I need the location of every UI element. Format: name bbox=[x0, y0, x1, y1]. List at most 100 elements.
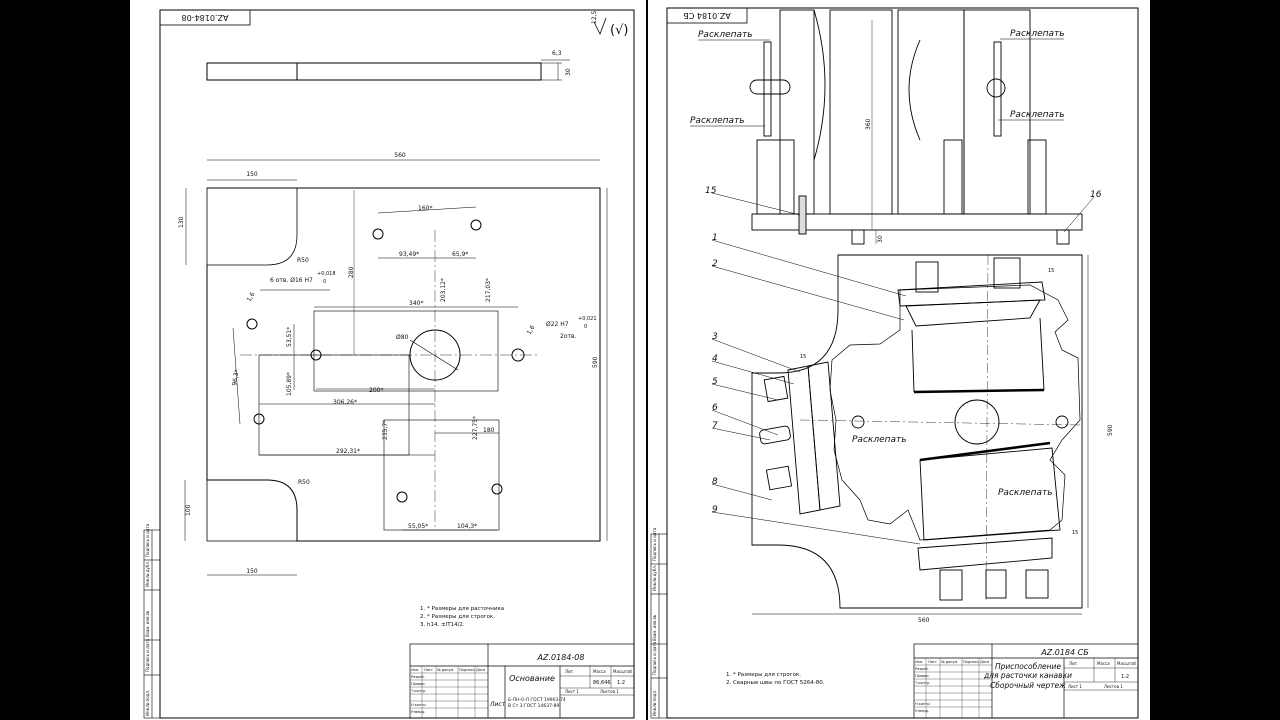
pos-16: 16 bbox=[1090, 190, 1102, 200]
dim-180: 180 bbox=[483, 427, 495, 434]
title-name-1: Приспособление bbox=[995, 662, 1061, 671]
hole-callout-1: 6 отв. Ø16 H7 bbox=[270, 277, 313, 284]
strip-4: Инв.№ дубл. bbox=[145, 561, 150, 587]
plan-view bbox=[751, 254, 1089, 615]
dim-65: 65,9* bbox=[452, 251, 468, 258]
row-utverd: Утверд. bbox=[411, 710, 425, 714]
dim-292: 292,31* bbox=[336, 448, 360, 455]
hole-count-2: 2отв. bbox=[560, 333, 577, 340]
title-name-3: Сборочный чертеж bbox=[990, 681, 1066, 690]
strip-r-5: Подпись и дата bbox=[652, 527, 657, 561]
strip-r-4: Инв.№ дубл. bbox=[652, 565, 657, 591]
strip-5: Подпись и дата bbox=[145, 523, 150, 557]
rivet-label-2: Расклепать bbox=[1010, 29, 1065, 39]
title-mass: 86,646 bbox=[593, 680, 611, 686]
row-r-tkontr: Т.контр. bbox=[914, 681, 930, 685]
dim-radius-bottom: R50 bbox=[298, 479, 310, 486]
dim-280: 280 bbox=[348, 266, 355, 278]
hole-callout-2: Ø22 H7 bbox=[546, 321, 569, 328]
weld-15c: 15 bbox=[1072, 530, 1078, 536]
dim-96: 96,3* bbox=[231, 369, 241, 386]
side-thickness: 30 bbox=[565, 68, 572, 76]
top-stamp-right: AZ.0184 СБ bbox=[683, 11, 730, 20]
dim-80: Ø80 bbox=[396, 334, 409, 341]
dim-93: 93,49* bbox=[399, 251, 419, 258]
pos-5: 5 bbox=[712, 377, 718, 387]
dim-340: 340* bbox=[409, 300, 423, 307]
side-view bbox=[206, 59, 570, 81]
hole-tol-1b: 0 bbox=[323, 279, 326, 285]
row-doc: № докум. bbox=[437, 668, 454, 672]
row-r-doc: № докум. bbox=[941, 660, 958, 664]
row-razrab: Разраб. bbox=[411, 675, 425, 679]
dim-235: 235,7* bbox=[382, 420, 389, 440]
label-scale-right: Масштаб bbox=[1117, 661, 1137, 666]
chamfer-16a: 1,6 bbox=[246, 291, 257, 303]
title-name: Основание bbox=[509, 674, 555, 683]
pos-9: 9 bbox=[712, 505, 718, 515]
dim-total-height: 590 bbox=[592, 356, 599, 368]
base-plate-plan bbox=[184, 159, 608, 576]
row-izm: Изм. bbox=[411, 668, 419, 672]
pos-6: 6 bbox=[712, 403, 718, 413]
note-right-1: 1. * Размеры для строгок. bbox=[726, 672, 801, 678]
pos-7: 7 bbox=[712, 421, 718, 431]
strip-3: Взам. инв.№ bbox=[145, 611, 150, 637]
dim-corner-height-top: 130 bbox=[178, 216, 185, 228]
dim-corner-width-bottom: 150 bbox=[246, 568, 258, 575]
title-code-right: AZ.0184 СБ bbox=[1040, 648, 1089, 657]
title-code: AZ.0184-08 bbox=[537, 653, 585, 662]
pos-4: 4 bbox=[712, 354, 718, 364]
row-r-list: Лист bbox=[928, 660, 937, 664]
dim-55: 55,05* bbox=[408, 523, 428, 530]
row-tkontr: Т.контр. bbox=[410, 689, 426, 693]
pos-2: 2 bbox=[712, 259, 718, 269]
note-3: 3. h14, ±IT14/2. bbox=[420, 622, 465, 628]
weld-15a: 15 bbox=[1048, 268, 1054, 274]
title-scale-right: 1:2 bbox=[1121, 674, 1129, 680]
dim-217: 217,03* bbox=[485, 278, 492, 302]
strip-r-2: Подпись и дата bbox=[652, 641, 657, 675]
dim-200: 200* bbox=[369, 387, 383, 394]
note-2: 2. * Размеры для строгок. bbox=[420, 614, 495, 620]
plan-dim-560: 560 bbox=[918, 617, 930, 624]
label-mass-right: Масса bbox=[1097, 661, 1110, 666]
material-1: Б-ПН-0-Л ГОСТ 19903-74 bbox=[508, 697, 566, 703]
title-block-right bbox=[913, 643, 1139, 719]
title-sheet: Лист 1 bbox=[565, 689, 579, 694]
strip-r-1: Инв.№ подл. bbox=[652, 690, 657, 716]
side-chamfer: 6,3 bbox=[552, 50, 562, 57]
label-scale: Масштаб bbox=[613, 669, 633, 674]
title-block-left bbox=[409, 643, 635, 719]
left-sheet: AZ.0184-08 12,5 (√) 6,3 30 bbox=[130, 0, 646, 720]
note-1: 1. * Размеры для расточника bbox=[420, 606, 504, 612]
strip-1: Инв.№ подл. bbox=[145, 690, 150, 716]
title-sheets: Листов 1 bbox=[600, 689, 619, 694]
dim-total-width: 560 bbox=[394, 152, 406, 159]
dim-227: 227,75* bbox=[472, 416, 479, 440]
strip-2: Подпись и дата bbox=[145, 638, 150, 672]
weld-15b: 15 bbox=[800, 354, 806, 360]
position-callouts bbox=[711, 192, 1095, 545]
rivet-label-1: Расклепать bbox=[698, 30, 753, 40]
title-sheet-right: Лист 1 bbox=[1068, 684, 1082, 689]
title-name-2: для расточки канавки bbox=[983, 671, 1072, 680]
roughness-value: 12,5 bbox=[591, 10, 598, 24]
pos-15: 15 bbox=[705, 186, 717, 196]
title-scale: 1:2 bbox=[617, 680, 625, 686]
dim-203: 203,12* bbox=[440, 278, 447, 302]
dim-radius-top: R50 bbox=[297, 257, 309, 264]
rivet-labels: Расклепать Расклепать Расклепать Расклеп… bbox=[690, 29, 1065, 498]
row-list: Лист bbox=[424, 668, 433, 672]
hole-tol-1: +0,018 bbox=[317, 271, 336, 277]
row-r-nkontr: Н.контр. bbox=[915, 702, 931, 706]
pos-3: 3 bbox=[712, 332, 718, 342]
side-strip-right bbox=[650, 533, 668, 719]
dim-105: 105,89* bbox=[286, 372, 293, 396]
notes-left: 1. * Размеры для расточника 2. * Размеры… bbox=[420, 606, 504, 628]
front-dim-30: 30 bbox=[877, 235, 884, 243]
top-stamp: AZ.0184-08 bbox=[182, 13, 229, 22]
plan-dim-590: 590 bbox=[1107, 424, 1114, 436]
pos-1: 1 bbox=[712, 233, 718, 243]
